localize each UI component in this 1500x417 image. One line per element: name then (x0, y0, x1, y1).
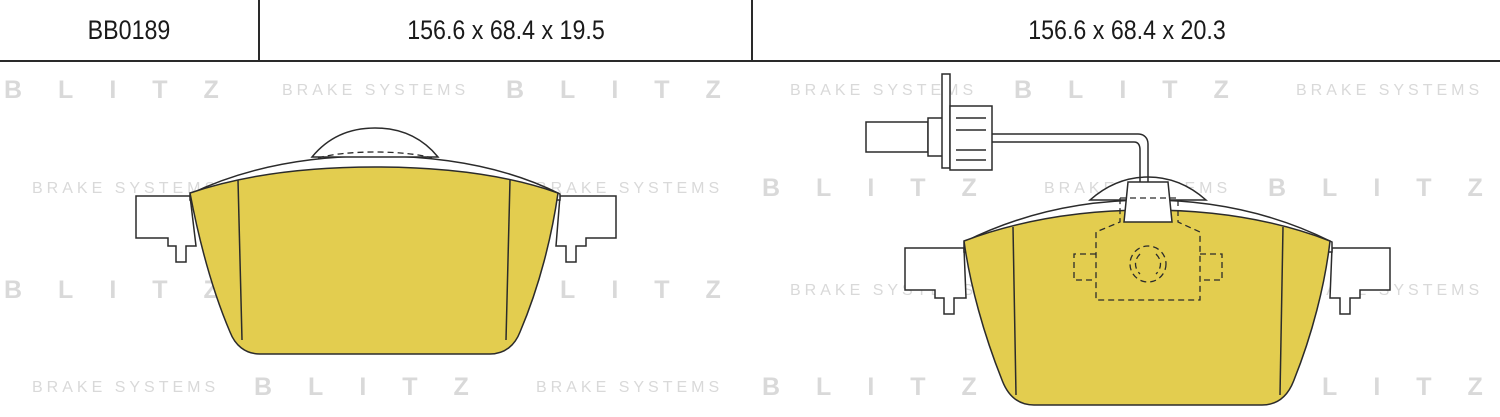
watermark-brand: BLITZ (1014, 76, 1265, 104)
right-backing-plate-right (1329, 247, 1391, 315)
header-divider-2 (751, 0, 753, 61)
sensor-dashed-circle (1129, 245, 1167, 283)
watermark-brand: BLITZ (506, 76, 757, 104)
left-pad-slot-right (505, 179, 511, 341)
header-divider-1 (258, 0, 260, 61)
watermark-brand: BLITZ (254, 373, 505, 401)
left-backing-plate-right (555, 195, 617, 263)
sensor-dashed-outline (1095, 197, 1201, 301)
watermark-brand: BLITZ (4, 276, 255, 304)
sensor-connector-plug (865, 121, 929, 153)
sensor-dashed-inner (1134, 253, 1162, 275)
left-top-lobe (310, 127, 440, 158)
right-brake-pad (865, 73, 1391, 406)
left-pad-slot-left (237, 179, 243, 341)
dimensions-right-pad: 156.6 x 68.4 x 20.3 (1028, 14, 1226, 45)
watermark-tagline: BRAKE SYSTEMS (536, 379, 723, 396)
wear-sensor-wire (990, 133, 1149, 184)
left-backing-plate (135, 195, 197, 263)
watermark-tagline: BRAKE SYSTEMS (1296, 82, 1483, 99)
sensor-body-detail (956, 117, 986, 161)
watermark-brand: BLITZ (762, 373, 1013, 401)
right-pad-slot-right (1279, 226, 1284, 396)
header-bottom-border (0, 60, 1500, 62)
watermark-brand: BLITZ (1268, 373, 1500, 401)
product-code: BB0189 (87, 14, 171, 45)
left-friction-pad (189, 166, 559, 355)
sensor-clip-bar (941, 73, 951, 169)
watermark-tagline: BRAKE SYSTEMS (790, 82, 977, 99)
watermark-tagline: BRAKE SYSTEMS (32, 180, 219, 197)
sensor-clip-housing (1123, 181, 1173, 223)
watermark-tagline: BRAKE SYSTEMS (536, 180, 723, 197)
watermark-brand: BLITZ (762, 174, 1013, 202)
watermark-tagline: BRAKE SYSTEMS (32, 379, 219, 396)
sensor-connector-body (949, 105, 993, 171)
right-pad-slot-left (1012, 226, 1017, 396)
brake-pad-drawing: BLITZ BRAKE SYSTEMS BLITZ BRAKE SYSTEMS … (4, 73, 1500, 406)
sensor-dashed-right-ear (1200, 253, 1223, 281)
left-lobe-dashed (317, 151, 433, 159)
sensor-dashed-left-ear (1073, 253, 1096, 281)
left-brake-pad (135, 127, 617, 355)
dimensions-left-pad: 156.6 x 68.4 x 19.5 (407, 14, 605, 45)
watermark-tagline: BRAKE SYSTEMS (282, 82, 469, 99)
watermark-brand: BLITZ (506, 276, 757, 304)
header-row: BB0189 156.6 x 68.4 x 19.5 156.6 x 68.4 … (0, 0, 1500, 60)
watermark-brand: BLITZ (1268, 174, 1500, 202)
wear-sensor-wire-lower (990, 141, 1141, 184)
right-friction-pad (963, 209, 1331, 406)
watermark-brand: BLITZ (4, 76, 255, 104)
right-backing-plate-left (904, 247, 967, 315)
